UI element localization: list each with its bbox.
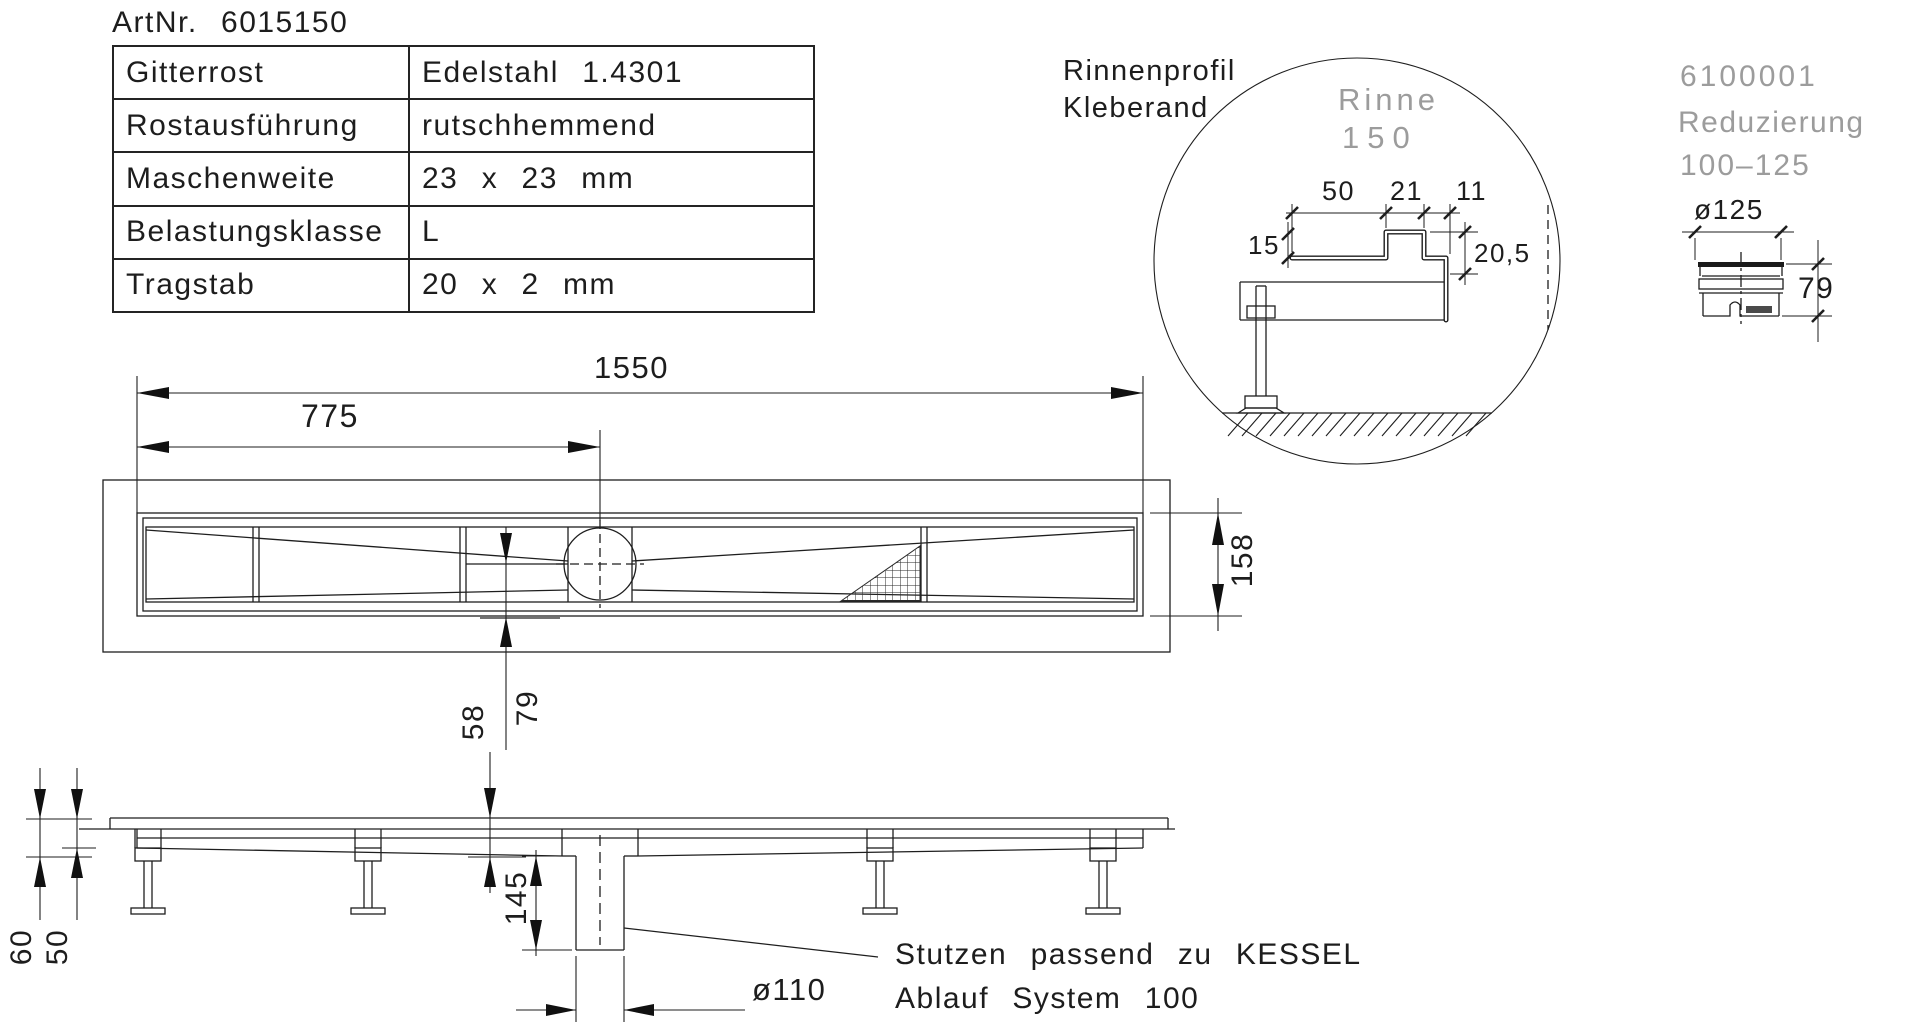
reducer-dim-height: 79 bbox=[1798, 272, 1835, 305]
foot bbox=[1085, 829, 1121, 915]
dim-label-58: 58 bbox=[457, 703, 490, 741]
detail-dim-11: 11 bbox=[1456, 176, 1488, 206]
table-row: Tragstab 20 x 2 mm bbox=[114, 257, 813, 312]
dim-label-60: 60 bbox=[5, 928, 38, 966]
foot bbox=[862, 829, 898, 915]
detail-dim-15: 15 bbox=[1248, 230, 1280, 260]
note-leader-line bbox=[623, 927, 879, 958]
spec-table: Gitterrost Edelstahl 1.4301 Rostausführu… bbox=[112, 45, 815, 313]
top-view-channel bbox=[102, 479, 1171, 653]
mesh-grate-patch bbox=[839, 545, 921, 602]
side-view-channel bbox=[79, 817, 1175, 958]
detail-title-line-2: Kleberand bbox=[1063, 92, 1209, 124]
adjustable-feet bbox=[130, 829, 1121, 915]
reducer-name: Reduzierung bbox=[1678, 106, 1865, 139]
dim-label-1550: 1550 bbox=[594, 350, 669, 385]
dim-label-79-trough: 79 bbox=[511, 689, 544, 727]
reducer-range: 100–125 bbox=[1680, 149, 1811, 182]
detail-dimensions bbox=[1281, 204, 1478, 285]
spec-label: Rostausführung bbox=[114, 100, 410, 152]
spec-value: Edelstahl 1.4301 bbox=[422, 55, 684, 89]
spec-value: L bbox=[422, 215, 441, 249]
outlet-stub bbox=[575, 835, 625, 951]
reducer-artnr: 6100001 bbox=[1680, 60, 1818, 93]
dim-label-outlet-diameter: ø110 bbox=[752, 972, 827, 1007]
spec-value: 20 x 2 mm bbox=[422, 268, 617, 302]
dim-label-50: 50 bbox=[41, 928, 74, 966]
dim-label-158: 158 bbox=[1226, 532, 1259, 588]
spec-label: Tragstab bbox=[114, 259, 410, 312]
table-row: Belastungsklasse L bbox=[114, 204, 813, 258]
article-number: ArtNr. 6015150 bbox=[112, 6, 349, 39]
detail-dim-50: 50 bbox=[1322, 176, 1356, 206]
spec-value: rutschhemmend bbox=[422, 108, 657, 142]
foot bbox=[350, 829, 386, 915]
foot bbox=[130, 829, 166, 915]
note-line-1: Stutzen passend zu KESSEL bbox=[895, 938, 1362, 971]
detail-dim-205: 20,5 bbox=[1474, 238, 1531, 268]
reducer-dim-diameter: ø125 bbox=[1694, 194, 1764, 225]
detail-dim-21: 21 bbox=[1390, 176, 1424, 206]
spec-value: 23 x 23 mm bbox=[422, 162, 635, 195]
reducer-drawing bbox=[1682, 225, 1832, 342]
part-marking bbox=[1746, 306, 1772, 313]
table-row: Rostausführung rutschhemmend bbox=[114, 98, 813, 152]
spec-label: Belastungsklasse bbox=[114, 206, 410, 258]
detail-foot-bolt bbox=[1235, 285, 1287, 414]
detail-circle-rinnenprofil bbox=[1153, 57, 1561, 465]
spec-label: Maschenweite bbox=[114, 153, 410, 205]
table-row: Gitterrost Edelstahl 1.4301 bbox=[114, 47, 813, 99]
top-view-dimensions bbox=[136, 376, 1242, 750]
floor-hatching bbox=[1227, 412, 1487, 437]
dim-label-775: 775 bbox=[301, 398, 359, 434]
side-view-dimensions bbox=[26, 752, 745, 1022]
detail-channel-label-2: 150 bbox=[1342, 120, 1418, 155]
detail-channel-label-1: Rinne bbox=[1338, 82, 1439, 117]
spec-label: Gitterrost bbox=[114, 47, 410, 99]
note-line-2: Ablauf System 100 bbox=[895, 982, 1200, 1015]
detail-title-line-1: Rinnenprofil bbox=[1063, 55, 1236, 87]
table-row: Maschenweite 23 x 23 mm bbox=[114, 151, 813, 205]
dim-label-145: 145 bbox=[500, 870, 533, 926]
